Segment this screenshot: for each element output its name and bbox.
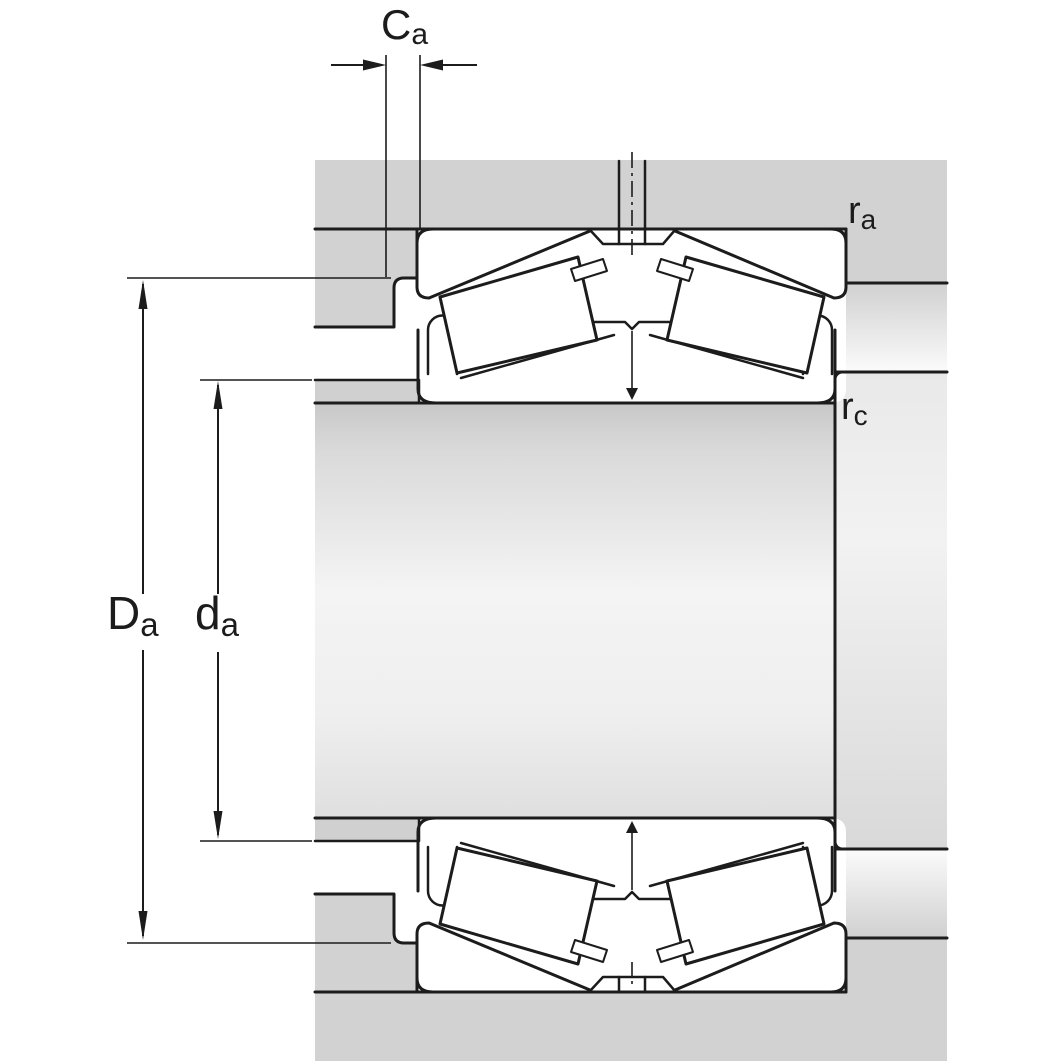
cage-bottom-right [656,939,694,963]
shaft-sleeve-section [315,403,835,818]
label-da-inner-main: d [195,587,221,639]
abutment-collar-top [315,380,419,403]
ca-arrow-left [363,59,386,71]
cage-bottom-left [570,939,608,963]
inner-ring-gap-notch-top [626,388,638,400]
abutment-collar-bottom [315,818,419,841]
ca-arrow-right [420,59,443,71]
rollers-and-cages [438,255,826,966]
roller-bottom-right [665,846,826,966]
da-inner-arrow-down [213,811,223,839]
housing-sections [315,160,947,1061]
label-rc-main: r [841,386,854,428]
da-outer-arrow-up [138,280,148,309]
housing-top-section [315,160,947,327]
label-ra-sub: a [860,204,877,235]
dimension-arrowheads [138,59,443,940]
label-da-inner: d a [195,590,239,641]
outer-ring-right-profile [673,227,848,300]
label-da-outer-sub: a [140,606,159,643]
shaft-sections [315,283,947,938]
outer-ring-center-notch [588,228,677,246]
da-outer-arrow-down [138,911,148,940]
da-inner-arrow-up [213,381,223,409]
label-ra-main: r [848,190,861,232]
roller-top-left [438,255,599,375]
label-da-outer: D a [107,590,159,641]
inner-ring-gap-notch-bottom [626,821,638,833]
outer-ring-center-notch-bottom [588,975,677,993]
label-rc-sub: c [853,400,868,431]
lubrication-hole-walls-bottom [617,975,647,994]
label-rc: r c [841,388,868,430]
lubrication-hole-walls [617,159,647,246]
label-da-inner-sub: a [220,606,239,643]
label-da-outer-main: D [107,587,141,639]
roller-top-right [665,255,826,375]
roller-bottom-left [438,846,599,966]
cage-top-left [570,258,608,282]
shaft-right-section [835,372,947,849]
shaft-right-upper-block [846,283,947,372]
housing-bottom-section [315,894,947,1061]
collar-top-outline [313,378,421,404]
outer-ring-right-profile-bottom [673,921,848,994]
label-ca: C a [381,4,428,50]
label-ra: r a [848,192,876,234]
outer-ring-left-profile-bottom [415,921,592,994]
label-ca-main: C [381,1,412,48]
label-ca-sub: a [411,18,429,51]
bottom-bearing-linework [313,816,949,994]
outer-ring-left-profile [415,227,592,300]
cage-top-right [656,258,694,282]
dimension-lines [127,55,477,944]
collar-bottom-outline [313,817,421,843]
shaft-right-lower-block [846,849,947,938]
